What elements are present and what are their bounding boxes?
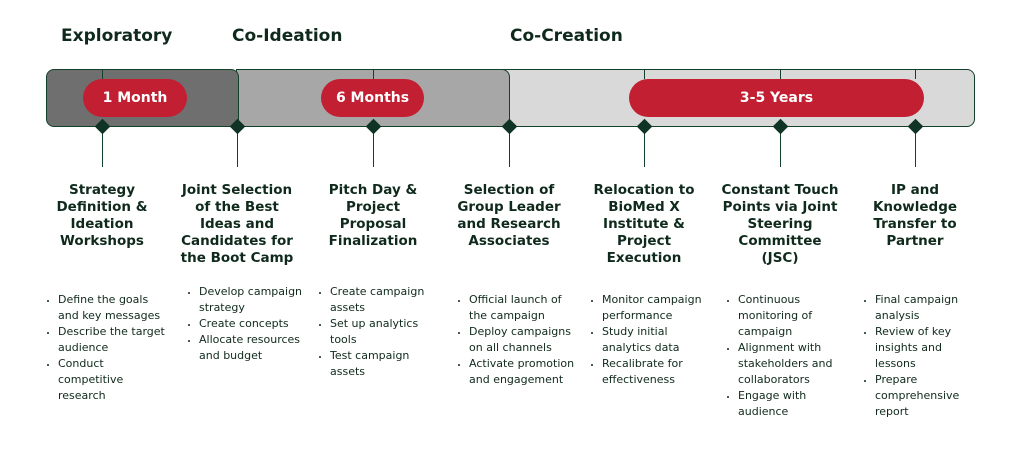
tick-bottom-3 bbox=[373, 126, 374, 167]
step-title-strategy-definition: Strategy Definition & Ideation Workshops bbox=[56, 182, 148, 249]
tick-bottom-7 bbox=[915, 126, 916, 167]
duration-pill-6-months: 6 Months bbox=[321, 79, 424, 117]
bullet-item: Create concepts bbox=[199, 316, 329, 332]
tick-bottom-2 bbox=[237, 126, 238, 167]
tick-bottom-4 bbox=[509, 126, 510, 167]
tick-bottom-5 bbox=[644, 126, 645, 167]
phase-label-exploratory: Exploratory bbox=[61, 26, 173, 46]
phase-label-co-ideation: Co-Ideation bbox=[232, 26, 343, 46]
tick-top-6 bbox=[780, 69, 781, 79]
tick-bottom-1 bbox=[102, 126, 103, 167]
duration-pill-3-5-years: 3-5 Years bbox=[629, 79, 924, 117]
step-title-relocation: Relocation to BioMed X Institute & Proje… bbox=[593, 182, 695, 266]
phase-label-co-creation: Co-Creation bbox=[510, 26, 623, 46]
tick-bottom-6 bbox=[780, 126, 781, 167]
tick-top-5 bbox=[644, 69, 645, 79]
step-title-ip-knowledge-transfer: IP and Knowledge Transfer to Partner bbox=[872, 182, 958, 249]
step-title-constant-touch-points: Constant Touch Points via Joint Steering… bbox=[721, 182, 839, 266]
duration-pill-1-month: 1 Month bbox=[83, 79, 187, 117]
tick-top-7 bbox=[915, 69, 916, 79]
tick-top-3 bbox=[373, 69, 374, 79]
tick-top-1 bbox=[102, 69, 103, 79]
step-title-pitch-day: Pitch Day & Project Proposal Finalizatio… bbox=[328, 182, 418, 249]
step-title-joint-selection: Joint Selection of the Best Ideas and Ca… bbox=[180, 182, 294, 266]
step-title-selection-of-group-leader: Selection of Group Leader and Research A… bbox=[457, 182, 561, 249]
